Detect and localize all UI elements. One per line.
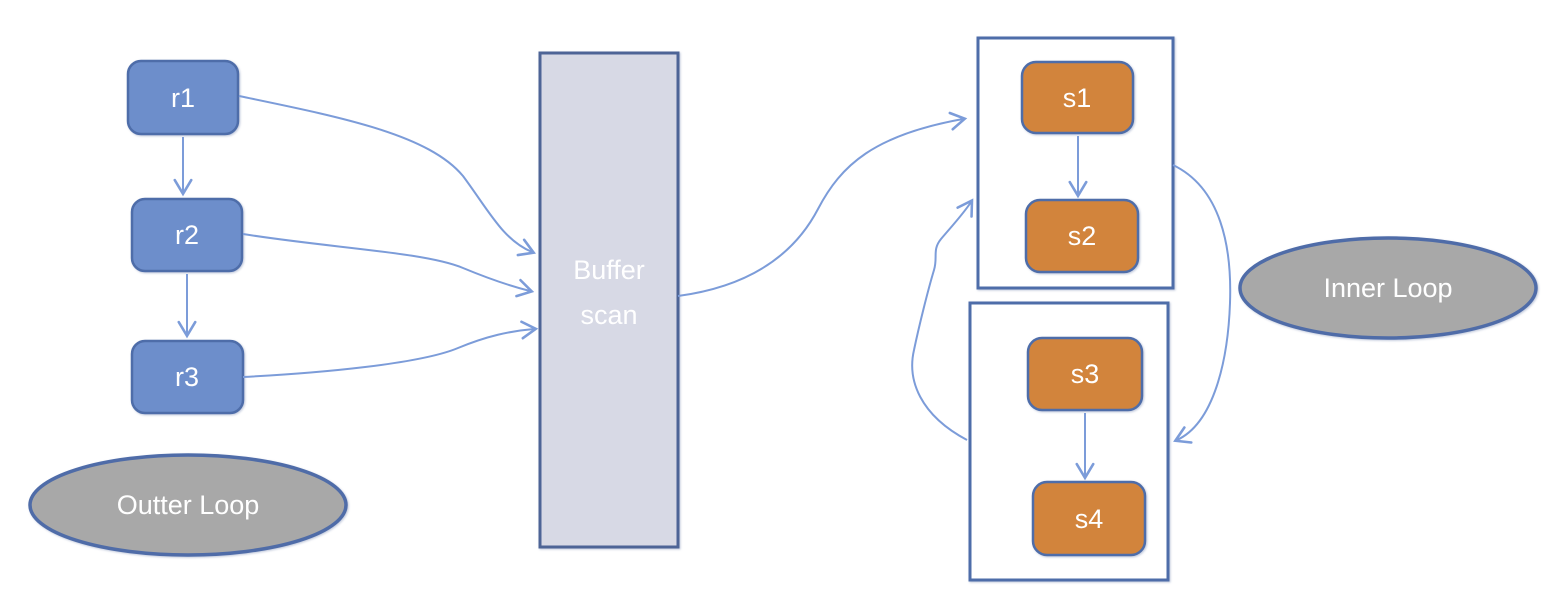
node-s4 — [1031, 480, 1147, 557]
buffer-scan-node — [538, 51, 680, 549]
node-r2 — [130, 197, 244, 273]
outer-loop-label: Outter Loop — [117, 490, 260, 520]
node-s3-label: s3 — [1071, 359, 1100, 389]
arrow-r3-to-buffer — [242, 320, 539, 378]
node-s1-label: s1 — [1063, 83, 1092, 113]
arrow-inner-group-bottom-to-top — [911, 198, 974, 441]
inner-loop-ellipse — [1238, 236, 1538, 340]
arrow-inner-group-top-to-bottom — [1172, 164, 1232, 444]
node-s2 — [1024, 198, 1140, 274]
arrow-buffer-to-inner-group-top — [677, 111, 968, 297]
node-r2-label: r2 — [175, 220, 199, 250]
node-s4-label: s4 — [1075, 504, 1104, 534]
arrow-r1-to-buffer — [238, 95, 536, 257]
buffer-label-line2: scan — [580, 300, 637, 330]
node-s2-label: s2 — [1068, 221, 1097, 251]
node-s3 — [1026, 336, 1144, 412]
node-r1-label: r1 — [171, 83, 195, 113]
node-r1 — [126, 59, 240, 136]
arrow-r2-to-buffer — [242, 233, 535, 298]
inner-loop-label: Inner Loop — [1323, 273, 1452, 303]
outer-loop-ellipse — [28, 453, 348, 557]
node-s1 — [1020, 60, 1135, 135]
node-r3-label: r3 — [175, 362, 199, 392]
buffer-label-line1: Buffer — [573, 255, 645, 285]
